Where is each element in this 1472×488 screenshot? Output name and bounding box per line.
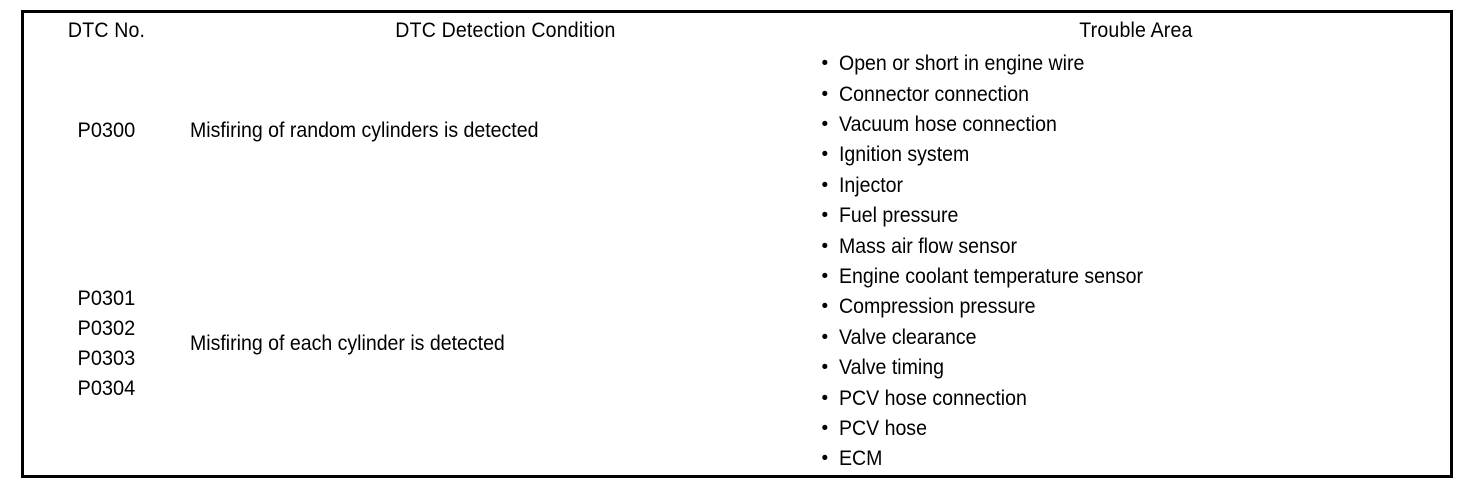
list-item: • Compression pressure: [822, 292, 1451, 322]
cell-trouble-area: • Open or short in engine wire • Connector…: [821, 49, 1452, 477]
list-item-label: Fuel pressure: [838, 204, 958, 228]
list-item-label: Mass air flow sensor: [838, 234, 1017, 258]
list-item: • PCV hose: [822, 414, 1451, 444]
column-header-detection-condition: DTC Detection Condition: [189, 11, 822, 49]
trouble-area-list-row1: • Open or short in engine wire • Connector…: [822, 49, 1451, 475]
bullet-icon: •: [821, 205, 829, 227]
cell-detection-condition: Misfiring of each cylinder is detected: [189, 212, 822, 477]
list-item-label: Open or short in engine wire: [838, 52, 1084, 76]
dtc-code-list: P0301 P0302 P0303 P0304: [77, 286, 136, 400]
table-header: DTC No. DTC Detection Condition Trouble …: [22, 11, 1452, 49]
dtc-code-list: P0300: [77, 118, 136, 142]
list-item: • Mass air flow sensor: [822, 232, 1451, 262]
list-item: • Open or short in engine wire: [822, 49, 1451, 79]
list-item-label: Connector connection: [838, 82, 1029, 106]
list-item: • Injector: [822, 171, 1451, 201]
column-header-detection-condition-label: DTC Detection Condition: [395, 19, 616, 42]
bullet-icon: •: [821, 235, 829, 257]
list-item-label: Engine coolant temperature sensor: [838, 265, 1143, 288]
list-item-label: PCV hose: [838, 417, 927, 441]
list-item: • Valve timing: [822, 353, 1451, 383]
bullet-icon: •: [821, 357, 829, 379]
detection-condition-text: Misfiring of each cylinder is detected: [189, 331, 505, 355]
list-item: • Vacuum hose connection: [822, 110, 1451, 140]
dtc-trouble-area-table: DTC No. DTC Detection Condition Trouble …: [21, 10, 1453, 478]
list-item-label: Compression pressure: [838, 295, 1035, 319]
list-item-label: Ignition system: [838, 143, 969, 167]
bullet-icon: •: [821, 113, 829, 135]
bullet-icon: •: [821, 418, 829, 440]
list-item: • Engine coolant temperature sensor: [822, 262, 1451, 292]
list-item: • Connector connection: [822, 80, 1451, 110]
list-item-label: Vacuum hose connection: [838, 112, 1057, 136]
table-row: P0301 P0302 P0303 P0304 Misfiring of eac…: [22, 212, 1452, 477]
table-body: P0300 Misfiring of random cylinders is d…: [22, 49, 1452, 477]
list-item: • Ignition system: [822, 140, 1451, 170]
list-item-label: Valve clearance: [838, 325, 977, 349]
bullet-icon: •: [821, 83, 829, 105]
column-header-trouble-area: Trouble Area: [821, 11, 1452, 49]
column-header-trouble-area-label: Trouble Area: [1079, 19, 1193, 42]
list-item: • Fuel pressure: [822, 201, 1451, 231]
bullet-icon: •: [821, 387, 829, 409]
header-row: DTC No. DTC Detection Condition Trouble …: [22, 11, 1452, 49]
bullet-icon: •: [821, 448, 829, 470]
bullet-icon: •: [821, 296, 829, 318]
list-item: • PCV hose connection: [822, 384, 1451, 414]
bullet-icon: •: [821, 144, 829, 166]
table-row: P0300 Misfiring of random cylinders is d…: [22, 49, 1452, 477]
bullet-icon: •: [821, 174, 829, 196]
column-header-dtc-no-label: DTC No.: [68, 19, 146, 42]
list-item: • ECM: [822, 444, 1451, 474]
list-item-label: Injector: [838, 173, 903, 197]
list-item: • Valve clearance: [822, 323, 1451, 353]
detection-condition-text: Misfiring of random cylinders is detecte…: [189, 118, 538, 142]
list-item-label: Valve timing: [838, 356, 944, 380]
cell-dtc-no: P0301 P0302 P0303 P0304: [22, 212, 190, 477]
bullet-icon: •: [821, 326, 829, 348]
list-item-label: ECM: [838, 447, 882, 471]
bullet-icon: •: [821, 266, 829, 287]
column-header-dtc-no: DTC No.: [22, 11, 190, 49]
list-item-label: PCV hose connection: [838, 386, 1027, 410]
cell-dtc-no: P0300: [22, 49, 190, 212]
cell-detection-condition: Misfiring of random cylinders is detecte…: [189, 49, 822, 212]
bullet-icon: •: [821, 53, 829, 75]
